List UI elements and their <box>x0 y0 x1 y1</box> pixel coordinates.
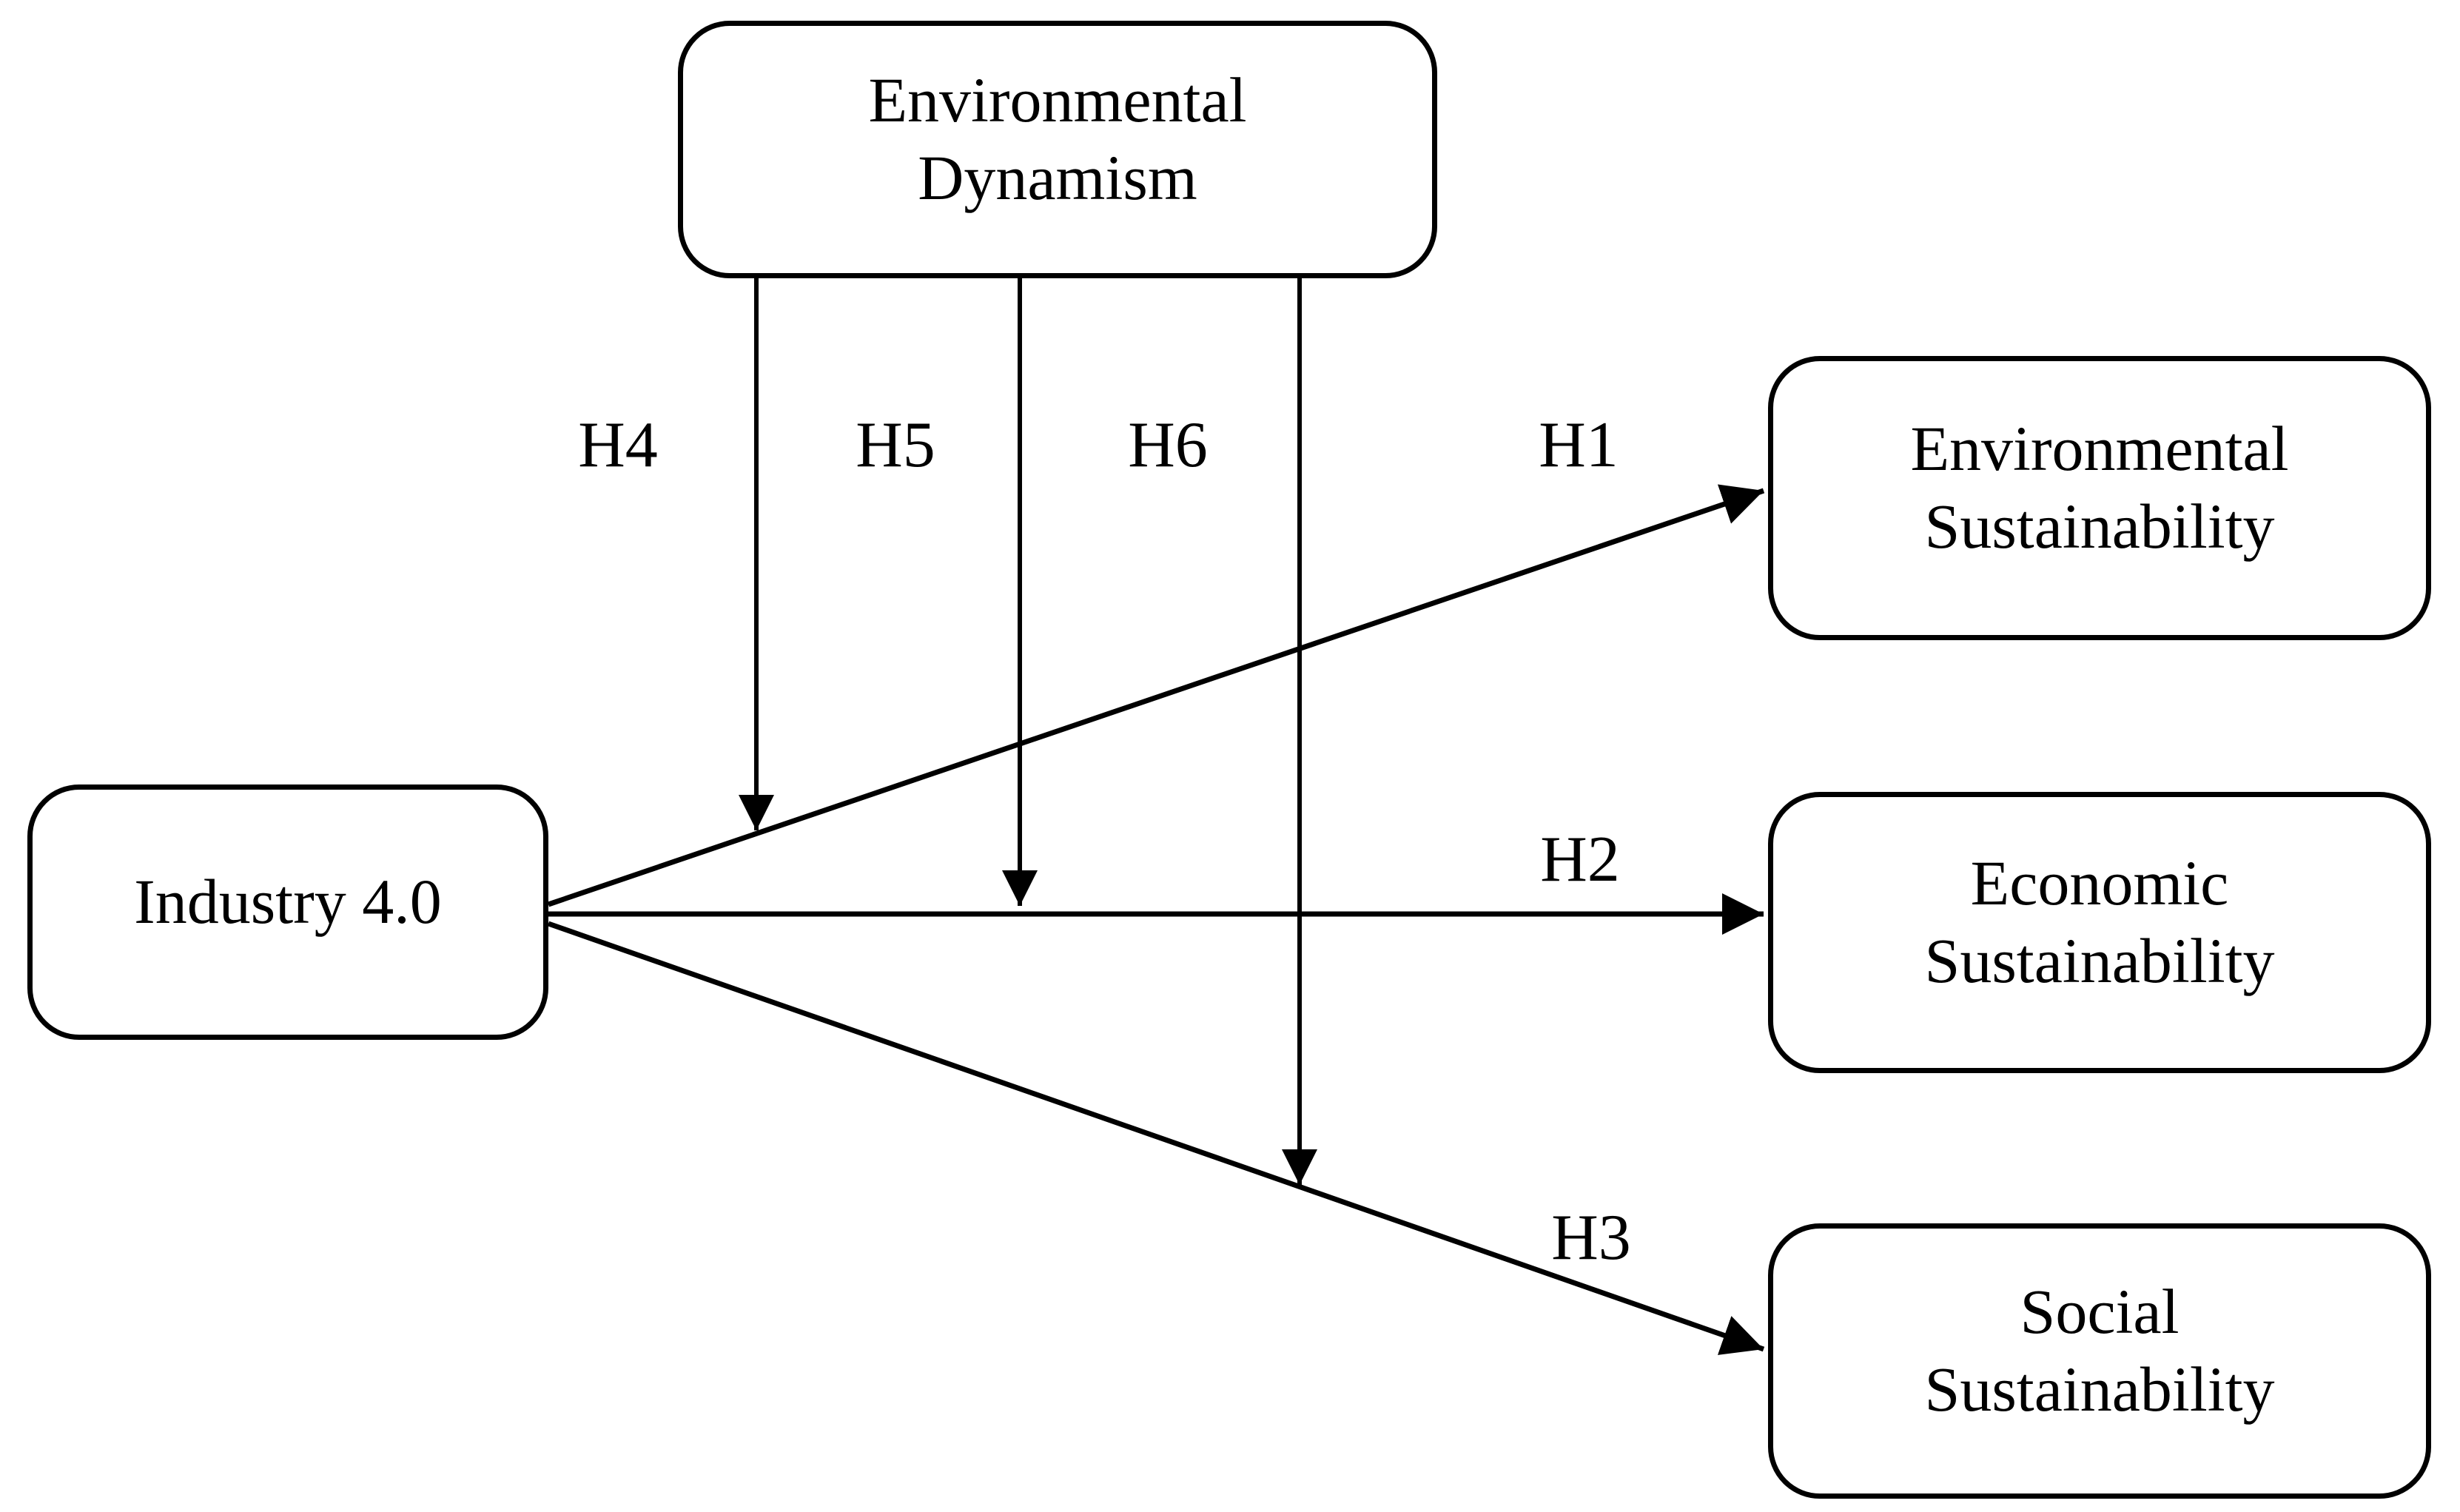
node-environmental-sustainability: Environmental Sustainability <box>1768 356 2431 640</box>
edge-label-h6: H6 <box>1128 409 1208 481</box>
edge-label-h2: H2 <box>1540 824 1620 896</box>
node-environmental-sustainability-label: Environmental Sustainability <box>1910 413 2289 562</box>
edge-label-h4: H4 <box>578 409 658 481</box>
edge-label-h5: H5 <box>856 409 935 481</box>
node-social-sustainability: Social Sustainability <box>1768 1223 2431 1499</box>
node-economic-sustainability-label: Economic Sustainability <box>1924 847 2275 996</box>
arrow-h1-industry40-to-environmental-sustainability <box>547 484 1765 907</box>
arrow-h3-industry40-to-social-sustainability <box>547 921 1765 1355</box>
node-economic-sustainability: Economic Sustainability <box>1768 792 2431 1073</box>
node-industry-4-0: Industry 4.0 <box>27 784 548 1040</box>
node-environmental-dynamism: Environmental Dynamism <box>678 21 1437 278</box>
edge-label-h3: H3 <box>1551 1202 1631 1274</box>
node-social-sustainability-label: Social Sustainability <box>1924 1276 2275 1425</box>
node-industry-4-0-label: Industry 4.0 <box>134 866 442 938</box>
edge-label-h1: H1 <box>1539 409 1619 481</box>
node-environmental-dynamism-label: Environmental Dynamism <box>868 64 1247 213</box>
